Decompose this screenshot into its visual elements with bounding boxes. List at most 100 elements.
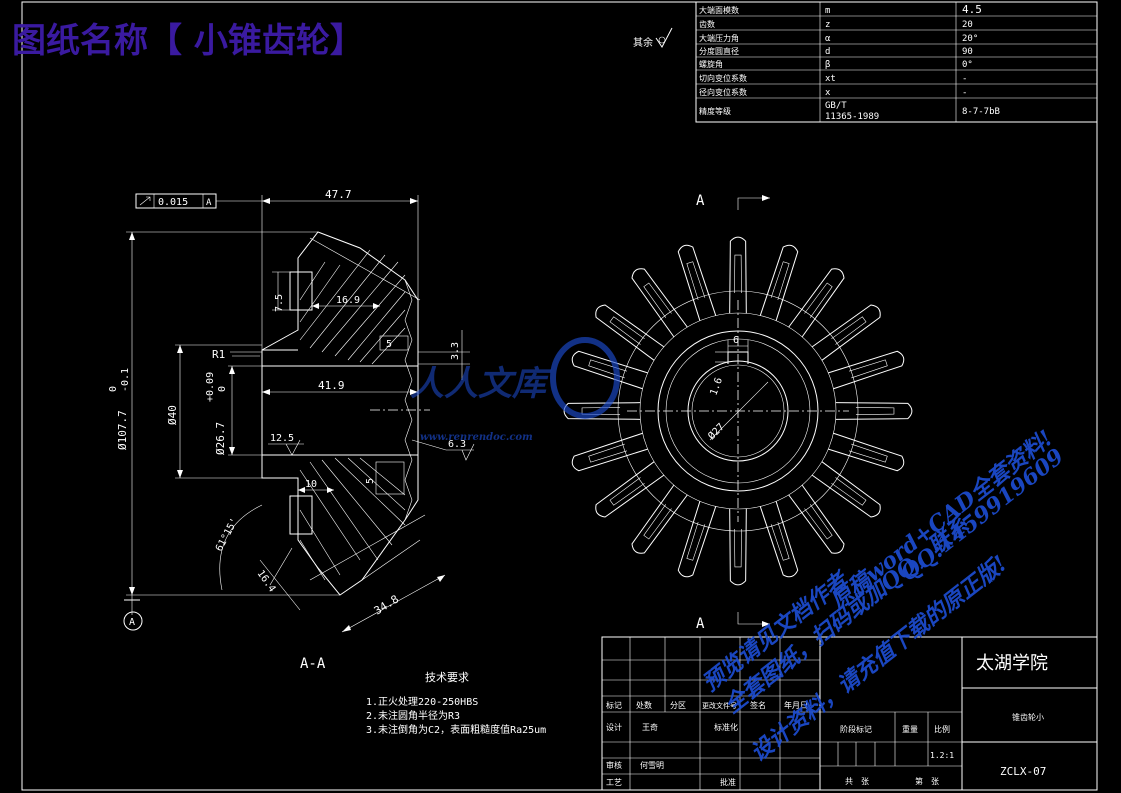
tb-designer: 王奇 xyxy=(642,722,658,732)
param-symbol: xt xyxy=(825,74,836,84)
dim-dia-40: Ø40 xyxy=(166,405,179,425)
tb-sheet: 第 张 xyxy=(915,776,939,786)
gear-tooth xyxy=(788,268,845,338)
dim-10: 10 xyxy=(305,479,317,490)
tb-stage: 阶段标记 xyxy=(840,724,872,734)
param-label: 大端面模数 xyxy=(699,5,739,15)
gear-tooth xyxy=(571,432,648,472)
gear-tooth-inner xyxy=(734,528,742,568)
dim-dia-26-7-tol-up: +0.09 xyxy=(205,372,216,402)
watermark-logo: 人人文库 xyxy=(410,364,552,404)
tb-sign: 签名 xyxy=(750,700,766,710)
param-symbol: m xyxy=(825,6,830,16)
tb-part: 锥齿轮小 xyxy=(1012,712,1044,722)
gear-tooth-inner xyxy=(855,407,895,415)
gear-tooth xyxy=(677,501,717,578)
tb-date: 年月日 xyxy=(784,700,808,710)
watermark-line: 原稿word+CAD全套资料! xyxy=(825,425,1058,615)
param-symbol: d xyxy=(825,47,830,57)
gear-tooth-inner xyxy=(643,282,672,318)
dim-dia-107-7: Ø107.7 xyxy=(116,410,129,450)
section-label: A-A xyxy=(300,656,326,672)
tb-zone: 分区 xyxy=(670,701,686,710)
view-label-bottom: A xyxy=(696,616,705,632)
tech-requirements: 技术要求 1.正火处理220-250HBS 2.未注圆角半径为R3 3.未注倒角… xyxy=(366,671,546,736)
gear-tooth-inner xyxy=(848,443,888,463)
section-view: 0.015 A 47.7 xyxy=(108,188,475,672)
runout-arrow-icon xyxy=(139,196,151,206)
param-label: 齿数 xyxy=(699,19,715,29)
gear-tooth-inner xyxy=(686,521,706,561)
roughness-12-5: 12.5 xyxy=(270,433,294,444)
tb-weight: 重量 xyxy=(902,724,918,734)
param-value: - xyxy=(962,88,967,98)
param-label: 切向变位系数 xyxy=(699,73,747,83)
param-value: 20 xyxy=(962,20,973,30)
param-label: 分度圆直径 xyxy=(699,46,739,56)
gear-tooth xyxy=(729,508,747,586)
dim-dia-107-7-tol-dn: -0.1 xyxy=(120,368,131,392)
gear-tooth-inner xyxy=(804,504,833,540)
tech-line: 2.未注圆角半径为R3 xyxy=(366,709,460,722)
gear-tooth xyxy=(563,402,641,420)
tb-school: 太湖学院 xyxy=(976,653,1048,674)
gear-front-view: A A 6 1.6 Ø27 xyxy=(563,193,913,632)
gear-tooth-inner xyxy=(831,477,867,506)
param-label: 精度等级 xyxy=(699,106,731,116)
tb-approve: 批准 xyxy=(720,777,736,787)
gear-tooth-inner xyxy=(848,359,888,379)
dim-5-top: 5 xyxy=(386,339,392,350)
drawing-frame xyxy=(21,1,1098,791)
gear-tooth-inner xyxy=(609,477,645,506)
roughness-12-5-icon xyxy=(268,439,304,456)
tb-ratio: 比例 xyxy=(934,724,950,734)
roughness-circle-icon xyxy=(658,36,666,44)
gear-tooth-inner xyxy=(770,521,790,561)
dim-bore-27: Ø27 xyxy=(706,421,727,442)
dim-dia-107-7-tol-up: 0 xyxy=(108,386,119,392)
param-value: 0° xyxy=(962,60,973,70)
dim-angle: 61°15' xyxy=(214,516,241,553)
param-label: 大端压力角 xyxy=(699,33,739,43)
gear-tooth xyxy=(835,402,913,420)
tb-mark: 标记 xyxy=(606,700,622,710)
param-symbol: α xyxy=(825,34,831,44)
param-symbol: GB/T xyxy=(825,101,847,111)
gear-pitch-circle xyxy=(617,290,859,532)
param-label: 螺旋角 xyxy=(699,59,723,69)
watermark: 人人文库 www.renrendoc.com 预览请见文档作者 全套图纸，扫码或… xyxy=(410,337,1069,767)
tech-heading: 技术要求 xyxy=(425,671,469,684)
gear-section-outline xyxy=(261,231,419,596)
drawing-title: 图纸名称【 小锥齿轮】 xyxy=(12,21,364,61)
dim-34-8: 34.8 xyxy=(372,592,401,617)
param-symbol: 11365-1989 xyxy=(825,112,879,122)
param-symbol: z xyxy=(825,20,830,30)
gear-tooth-inner xyxy=(831,316,867,345)
dim-dia-26-7: Ø26.7 xyxy=(214,422,227,455)
tb-total: 共 张 xyxy=(845,777,869,786)
dim-3-3: 3.3 xyxy=(450,342,461,360)
gear-tooth xyxy=(729,236,747,314)
tech-line: 1.正火处理220-250HBS xyxy=(366,696,478,708)
param-symbol: β xyxy=(825,60,830,70)
dim-key-6: 6 xyxy=(733,335,739,346)
dim-16-9: 16.9 xyxy=(336,295,360,306)
dim-5-lower: 5 xyxy=(365,478,376,484)
gear-tooth-inner xyxy=(804,282,833,318)
dim-dia-26-7-tol-dn: 0 xyxy=(217,386,228,392)
gear-tooth xyxy=(788,484,845,554)
tb-process: 工艺 xyxy=(606,778,622,787)
dim-16-4: 16.4 xyxy=(255,568,278,594)
tb-std: 标准化 xyxy=(714,722,738,732)
gear-tooth xyxy=(631,268,688,338)
dim-41-9: 41.9 xyxy=(318,379,345,392)
param-value: - xyxy=(962,74,967,84)
gear-tooth xyxy=(759,501,799,578)
tb-code: ZCLX-07 xyxy=(1000,765,1046,778)
gear-tooth-inner xyxy=(734,254,742,294)
gear-tooth-inner xyxy=(770,261,790,301)
datum-circle xyxy=(123,611,143,631)
param-table: 大端面模数 m 4.5 齿数 z 20 大端压力角 α 20° 分度圆直径 d … xyxy=(695,1,1098,123)
gear-tooth xyxy=(811,304,881,361)
